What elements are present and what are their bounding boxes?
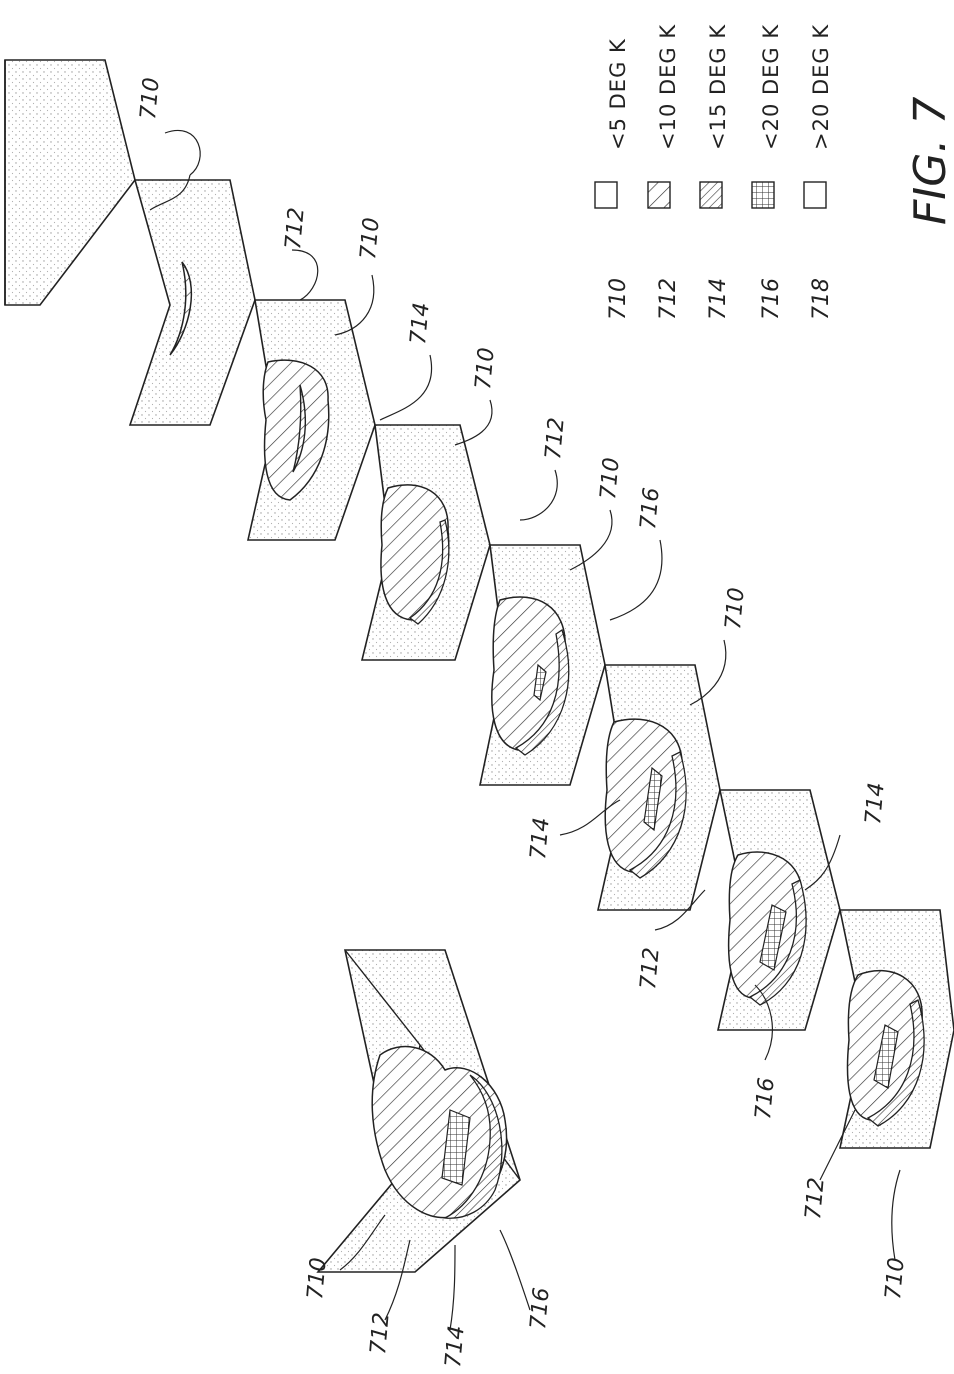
legend-text-718: >20 DEG K: [809, 24, 833, 150]
legend-ref-710: 710: [606, 278, 631, 320]
legend-ref-718: 718: [809, 278, 834, 320]
legend-ref-714: 714: [706, 278, 731, 320]
slab-1: [4, 59, 136, 306]
label-s1: 710: [136, 77, 165, 121]
label-s3b: 714: [406, 302, 435, 346]
label-b3: 714: [441, 1325, 470, 1369]
legend-item-714: 714 <15 DEG K: [699, 24, 731, 320]
legend-text-710: <5 DEG K: [606, 38, 630, 150]
label-s5a: 710: [596, 457, 625, 501]
legend-text-716: <20 DEG K: [759, 24, 783, 150]
legend-text-714: <15 DEG K: [706, 24, 730, 150]
leader-lines: [149, 130, 901, 1331]
label-s5b: 716: [636, 487, 665, 531]
slab-3: [247, 299, 376, 541]
slab-6: [597, 664, 721, 911]
legend-item-718: 718 >20 DEG K: [803, 24, 834, 320]
legend: 710 <5 DEG K 712 <10 DEG K 714 <15 DEG K…: [594, 24, 834, 320]
label-s8b: 716: [751, 1077, 780, 1121]
combined-block: [316, 949, 521, 1273]
slab-2: [128, 179, 256, 426]
label-s8d: 710: [881, 1257, 910, 1301]
figure-label: FIG. 7: [905, 97, 954, 225]
label-b4: 716: [526, 1287, 555, 1331]
legend-item-712: 712 <10 DEG K: [647, 24, 681, 320]
label-s2: 712: [281, 207, 310, 251]
legend-item-716: 716 <20 DEG K: [751, 24, 784, 320]
label-s6b: 714: [526, 817, 555, 861]
slab-8: [839, 909, 954, 1149]
reference-numerals: 710 712 710 714 710 712 710 716 710 714 …: [136, 77, 910, 1369]
legend-ref-712: 712: [656, 278, 681, 320]
slab-4: [360, 424, 491, 661]
legend-ref-716: 716: [759, 278, 784, 320]
label-s8: 714: [861, 782, 890, 826]
label-b2: 712: [366, 1312, 395, 1356]
label-b1: 710: [303, 1257, 332, 1301]
label-s4a: 710: [471, 347, 500, 391]
slab-5: [479, 544, 606, 786]
label-s3a: 710: [356, 217, 385, 261]
label-s8c: 712: [801, 1177, 830, 1221]
legend-item-710: 710 <5 DEG K: [594, 38, 631, 320]
label-s6: 710: [721, 587, 750, 631]
slab-7: [717, 789, 841, 1031]
label-s4b: 712: [541, 417, 570, 461]
label-s7: 712: [636, 947, 665, 991]
legend-text-712: <10 DEG K: [656, 24, 680, 150]
